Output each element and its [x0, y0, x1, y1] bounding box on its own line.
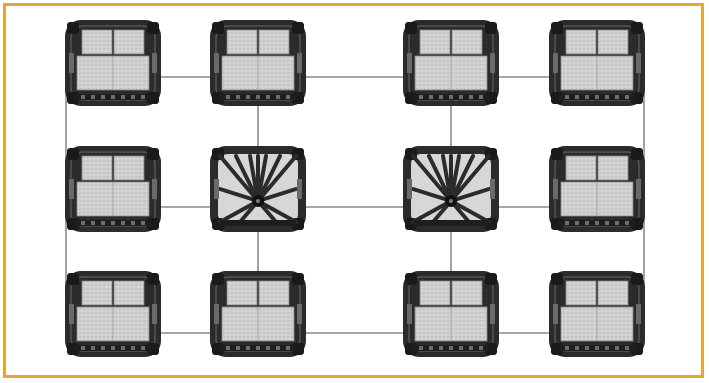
truss-module [403, 146, 499, 232]
truss-module [210, 146, 306, 232]
panel-module [403, 20, 499, 106]
panel-module [65, 271, 161, 357]
panel-module [549, 271, 645, 357]
panel-module [549, 20, 645, 106]
panel-module [403, 271, 499, 357]
panel-module [65, 20, 161, 106]
panel-module [210, 20, 306, 106]
modules [65, 20, 645, 357]
panel-module [210, 271, 306, 357]
panel-module [549, 146, 645, 232]
panel-module [65, 146, 161, 232]
